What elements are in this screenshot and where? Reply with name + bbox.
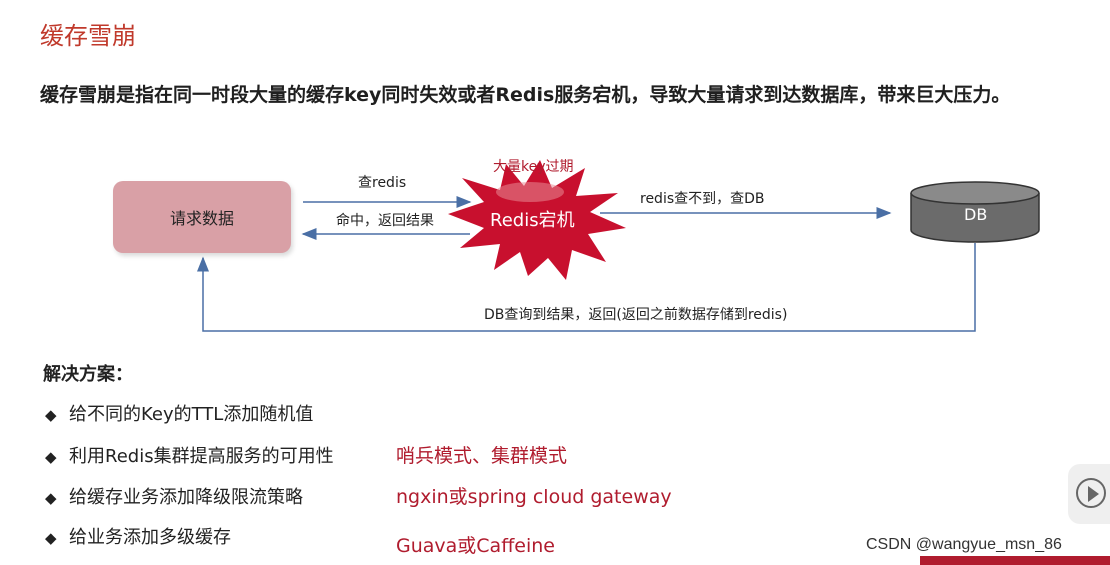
- solution-text: 给不同的Key的TTL添加随机值: [69, 404, 314, 425]
- solutions-heading: 解决方案：: [43, 364, 133, 385]
- db-cylinder-top: [910, 181, 1040, 205]
- redis-node-label: Redis宕机: [490, 210, 575, 231]
- solution-note: Guava或Caffeine: [396, 535, 555, 557]
- solution-item: ◆ 利用Redis集群提高服务的可用性: [45, 442, 334, 468]
- request-node: 请求数据: [113, 181, 291, 253]
- play-button[interactable]: [1068, 464, 1110, 524]
- solution-text: 给缓存业务添加降级限流策略: [69, 487, 303, 508]
- edge-db-return-arrow: [197, 243, 976, 332]
- diamond-bullet-icon: ◆: [45, 406, 57, 424]
- solution-note: ngxin或spring cloud gateway: [396, 486, 672, 508]
- diamond-bullet-icon: ◆: [45, 448, 57, 466]
- description: 缓存雪崩是指在同一时段大量的缓存key同时失效或者Redis服务宕机，导致大量请…: [40, 80, 1010, 107]
- solution-item: ◆ 给缓存业务添加降级限流策略: [45, 483, 303, 509]
- db-cylinder-body: [910, 193, 1040, 243]
- redis-star-shape: [448, 160, 626, 280]
- expire-label: 大量key过期: [493, 159, 574, 175]
- solution-note: 哨兵模式、集群模式: [396, 445, 568, 467]
- solution-text: 利用Redis集群提高服务的可用性: [69, 446, 334, 467]
- play-triangle-icon: [1088, 486, 1099, 502]
- redis-star-highlight: [496, 182, 564, 202]
- solution-item: ◆ 给不同的Key的TTL添加随机值: [45, 400, 313, 426]
- description-rest: 是指在同一时段大量的缓存key同时失效或者Redis服务宕机，导致大量请求到达数…: [116, 84, 1011, 106]
- solution-item: ◆ 给业务添加多级缓存: [45, 523, 231, 549]
- edge-hit-label: 命中，返回结果: [336, 213, 434, 229]
- solution-text: 给业务添加多级缓存: [69, 527, 231, 548]
- page-title: 缓存雪崩: [40, 22, 136, 50]
- edge-query-label: 查redis: [358, 175, 407, 191]
- diamond-bullet-icon: ◆: [45, 529, 57, 547]
- edge-miss-label: redis查不到，查DB: [640, 191, 765, 207]
- description-lead: 缓存雪崩: [40, 84, 117, 106]
- watermark: CSDN @wangyue_msn_86: [866, 536, 1062, 553]
- db-node-label: DB: [964, 205, 988, 224]
- play-icon: [1076, 478, 1106, 508]
- diamond-bullet-icon: ◆: [45, 489, 57, 507]
- footer-bar: [920, 556, 1110, 565]
- edge-db-return-label: DB查询到结果，返回(返回之前数据存储到redis): [484, 307, 788, 323]
